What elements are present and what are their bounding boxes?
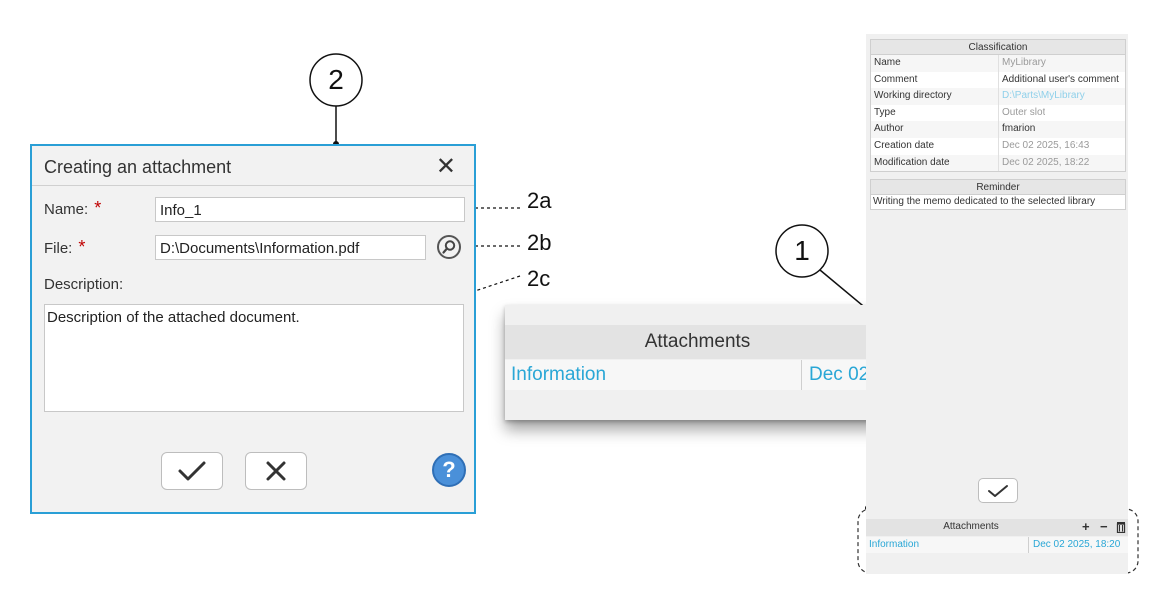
side-ok-button[interactable] <box>978 478 1018 503</box>
attachments-mini-row[interactable]: Information Dec 02 2025, 18:20 <box>866 537 1128 553</box>
check-icon <box>988 484 1008 497</box>
classification-header: Classification <box>871 40 1125 55</box>
name-input[interactable]: Info_1 <box>155 197 465 222</box>
dialog-title: Creating an attachment <box>44 157 232 177</box>
row-value: Dec 02 2025, 16:43 <box>1002 139 1090 151</box>
help-icon[interactable]: ? <box>432 453 466 487</box>
attachment-name-link[interactable]: Information <box>869 539 920 550</box>
minus-icon[interactable]: − <box>1100 519 1108 534</box>
cancel-icon <box>266 461 286 481</box>
attachment-name-link[interactable]: Information <box>511 364 607 385</box>
row-value: Outer slot <box>1002 106 1046 118</box>
name-label-text: Name: <box>44 201 89 218</box>
attachments-zoom-title: Attachments <box>644 331 751 352</box>
description-textarea[interactable]: Description of the attached document. <box>44 304 464 412</box>
reminder-table: Reminder Writing the memo dedicated to t… <box>870 179 1126 210</box>
name-label: Name: * <box>44 198 101 219</box>
search-icon <box>442 240 456 254</box>
attachments-mini-header: Attachments + − <box>866 519 1128 536</box>
file-label: File: * <box>44 237 85 258</box>
row-key: Comment <box>871 71 999 89</box>
cancel-button[interactable] <box>245 452 307 490</box>
name-required-mark: * <box>94 198 102 218</box>
ok-button[interactable] <box>161 452 223 490</box>
column-separator <box>801 360 802 390</box>
attachments-mini-panel: Attachments + − Information Dec 02 2025,… <box>866 519 1128 559</box>
plus-icon[interactable]: + <box>1082 519 1090 534</box>
row-key: Author <box>871 121 999 138</box>
callout-2c-label: 2c <box>527 266 551 291</box>
file-required-mark: * <box>78 237 86 257</box>
file-label-text: File: <box>44 240 73 257</box>
row-key: Modification date <box>871 154 999 172</box>
row-value-link[interactable]: D:\Parts\MyLibrary <box>1002 90 1085 102</box>
create-attachment-dialog: Creating an attachment ✕ Name: * Info_1 F… <box>30 144 476 514</box>
row-value: MyLibrary <box>1002 57 1046 68</box>
callout-2a-label: 2a <box>527 188 552 213</box>
row-key: Working directory <box>871 88 999 105</box>
browse-file-button[interactable] <box>437 235 461 259</box>
row-value: Dec 02 2025, 18:22 <box>1002 156 1090 168</box>
callout-2b-label: 2b <box>527 230 552 255</box>
check-icon <box>178 461 206 481</box>
trash-icon[interactable] <box>1116 521 1126 536</box>
dialog-header: Creating an attachment ✕ <box>32 146 474 186</box>
row-key: Name <box>871 55 999 72</box>
close-icon[interactable]: ✕ <box>435 153 456 180</box>
row-key: Type <box>871 104 999 122</box>
description-label: Description: <box>44 276 124 293</box>
row-value: Additional user's comment <box>1002 73 1119 85</box>
reminder-header: Reminder <box>871 180 1125 195</box>
callout-2-label: 2 <box>328 64 344 95</box>
callout-1-label: 1 <box>794 235 810 266</box>
attachments-mini-title: Attachments <box>943 521 999 532</box>
file-input[interactable]: D:\Documents\Information.pdf <box>155 235 426 260</box>
row-key: Creation date <box>871 137 999 155</box>
attachment-date: Dec 02 2025, 18:20 <box>1033 539 1121 550</box>
reminder-text: Writing the memo dedicated to the select… <box>873 196 1096 207</box>
row-value: fmarion <box>1002 123 1036 135</box>
column-separator <box>1028 537 1029 553</box>
